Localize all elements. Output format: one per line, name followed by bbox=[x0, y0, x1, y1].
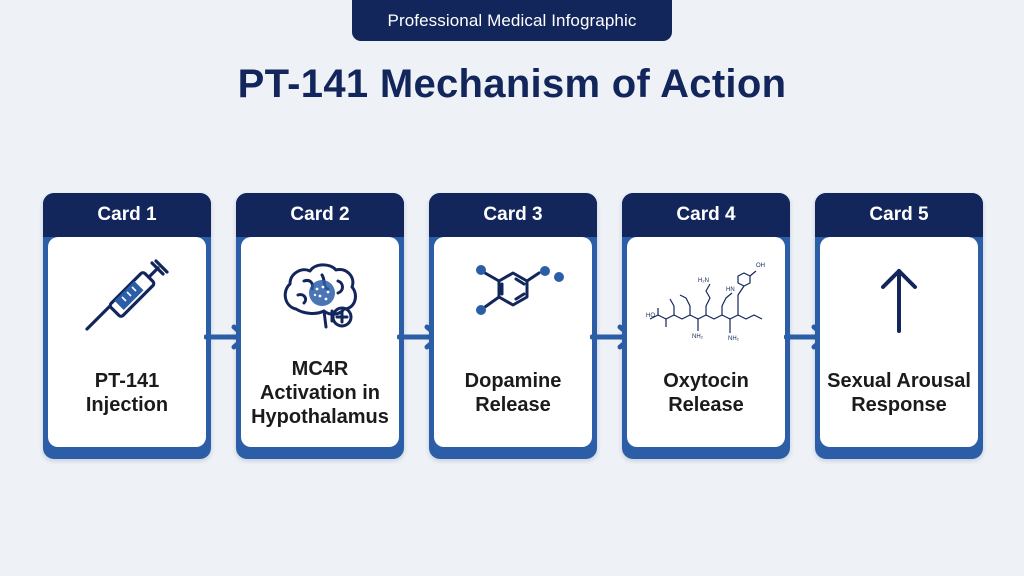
card-5: Card 5 Sexual Arousal Response bbox=[815, 193, 983, 459]
card-5-label: Sexual Arousal Response bbox=[827, 370, 971, 416]
oxytocin-hn-text: HN bbox=[726, 287, 735, 293]
card-2: Card 2 bbox=[236, 193, 404, 459]
oxytocin-molecule-icon: HO OH H₂N HN NH₂ NH₂ bbox=[646, 251, 766, 343]
oxytocin-h2n-top-text: H₂N bbox=[698, 278, 709, 284]
card-5-body: Sexual Arousal Response bbox=[820, 237, 978, 447]
card-1-label: PT-141 Injection bbox=[85, 370, 169, 416]
card-4: Card 4 bbox=[622, 193, 790, 459]
oxytocin-nh2-mid-text: NH₂ bbox=[692, 334, 704, 340]
card-2-title: Card 2 bbox=[236, 193, 404, 237]
oxytocin-nh2-right-text: NH₂ bbox=[728, 336, 740, 342]
dopamine-molecule-icon bbox=[453, 251, 573, 343]
card-3-body: Dopamine Release bbox=[434, 237, 592, 447]
card-2-label: MC4R Activation in Hypothalamus bbox=[251, 358, 389, 428]
arrow-up-icon bbox=[839, 251, 959, 343]
card-3-title: Card 3 bbox=[429, 193, 597, 237]
card-5-title: Card 5 bbox=[815, 193, 983, 237]
oxytocin-oh-text: OH bbox=[756, 263, 765, 269]
oxytocin-ho-text: HO bbox=[646, 313, 655, 319]
card-1: Card 1 bbox=[43, 193, 211, 459]
page-title: PT-141 Mechanism of Action bbox=[237, 62, 787, 106]
card-4-label: Oxytocin Release bbox=[663, 370, 749, 416]
brain-icon bbox=[260, 251, 380, 343]
infographic-badge: Professional Medical Infographic bbox=[352, 0, 672, 41]
card-3-label: Dopamine Release bbox=[464, 370, 562, 416]
card-1-title: Card 1 bbox=[43, 193, 211, 237]
card-4-body: HO OH H₂N HN NH₂ NH₂ Oxytocin Release bbox=[627, 237, 785, 447]
card-3: Card 3 bbox=[429, 193, 597, 459]
syringe-icon bbox=[67, 251, 187, 343]
card-4-title: Card 4 bbox=[622, 193, 790, 237]
card-1-body: PT-141 Injection bbox=[48, 237, 206, 447]
card-2-body: MC4R Activation in Hypothalamus bbox=[241, 237, 399, 447]
